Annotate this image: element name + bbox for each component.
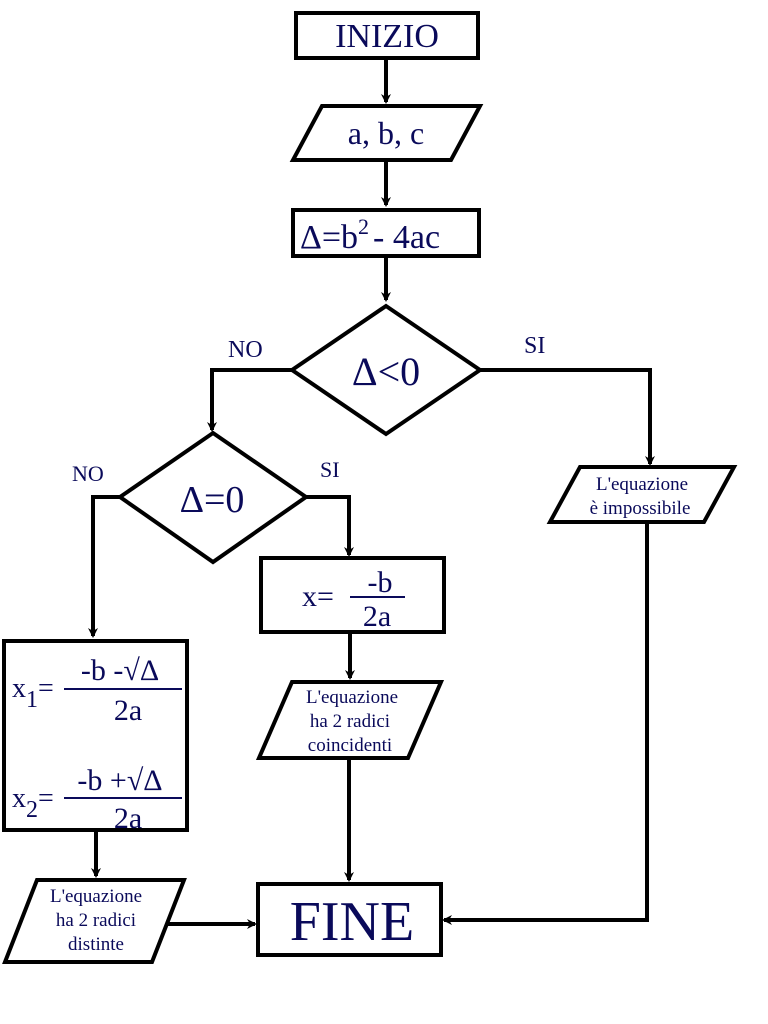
single-root-denominator: 2a bbox=[363, 600, 391, 633]
single-root-numerator: -b bbox=[368, 566, 393, 599]
arrow-zero-yes bbox=[306, 495, 354, 557]
input-node: a, b, c bbox=[289, 104, 484, 162]
decision-negative: Δ<0 NO SI bbox=[228, 303, 545, 437]
end-node: FINE bbox=[256, 882, 443, 957]
impossible-line-1: L'equazione bbox=[596, 474, 688, 495]
arrow-impossible-to-end bbox=[442, 524, 649, 925]
two-roots-node: x1= -b -√Δ 2a x2= -b +√Δ 2a bbox=[2, 639, 189, 835]
end-label: FINE bbox=[290, 891, 414, 953]
arrow-zero-no bbox=[88, 495, 120, 638]
decision-zero-label: Δ=0 bbox=[180, 479, 245, 521]
delta-formula: Δ=b2- 4ac bbox=[300, 214, 440, 256]
distinct-line-2: ha 2 radici bbox=[56, 910, 136, 931]
start-label: INIZIO bbox=[335, 18, 439, 55]
output-distinct: L'equazione ha 2 radici distinte bbox=[2, 878, 187, 964]
distinct-line-3: distinte bbox=[68, 934, 124, 955]
arrow-cond-no bbox=[207, 368, 292, 432]
x1-denominator: 2a bbox=[114, 694, 142, 727]
single-root-lhs: x= bbox=[302, 580, 334, 613]
x1-var: x1= bbox=[12, 673, 54, 713]
decision-zero: Δ=0 NO SI bbox=[72, 430, 340, 565]
delta-node: Δ=b2- 4ac bbox=[291, 208, 481, 258]
x2-numerator: -b +√Δ bbox=[77, 764, 162, 797]
start-node: INIZIO bbox=[294, 11, 480, 60]
x1-numerator: -b -√Δ bbox=[81, 654, 159, 687]
arrow-cond-yes bbox=[480, 368, 655, 466]
x2-denominator: 2a bbox=[114, 802, 142, 835]
label-yes-2: SI bbox=[320, 457, 340, 482]
connectors bbox=[88, 58, 655, 929]
label-no-2: NO bbox=[72, 461, 104, 486]
label-yes-1: SI bbox=[524, 333, 545, 359]
single-root-node: x= -b 2a bbox=[259, 556, 446, 634]
output-coincident: L'equazione ha 2 radici coincidenti bbox=[255, 680, 445, 760]
coincident-line-2: ha 2 radici bbox=[310, 711, 390, 732]
distinct-line-1: L'equazione bbox=[50, 886, 142, 907]
decision-negative-label: Δ<0 bbox=[352, 349, 420, 394]
x2-var: x2= bbox=[12, 783, 54, 823]
input-label: a, b, c bbox=[348, 115, 424, 151]
label-no-1: NO bbox=[228, 337, 263, 363]
output-impossible: L'equazione è impossibile bbox=[546, 465, 738, 524]
impossible-line-2: è impossibile bbox=[590, 498, 691, 519]
coincident-line-1: L'equazione bbox=[306, 687, 398, 708]
coincident-line-3: coincidenti bbox=[308, 735, 392, 756]
